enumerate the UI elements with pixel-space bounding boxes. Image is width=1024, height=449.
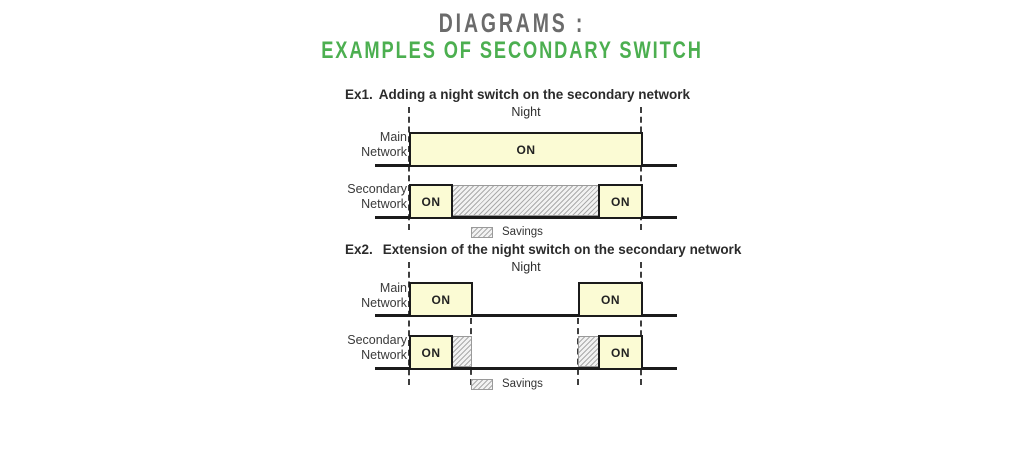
ex1-savings-hatch <box>452 185 600 216</box>
ex2-legend-label: Savings <box>502 378 543 390</box>
ex1-legend-label: Savings <box>502 226 543 238</box>
ex1-id: Ex1. <box>345 87 373 102</box>
ex2-savings-hatch-1 <box>452 336 472 367</box>
ex1-night-end-dashline <box>640 107 642 230</box>
ex1-legend: Savings <box>471 226 543 238</box>
ex2-heading-text: Extension of the night switch on the sec… <box>382 242 742 257</box>
ex1-secondary-on-box-2: ON <box>598 184 643 219</box>
ex2-main-on-box-2: ON <box>578 282 643 317</box>
page-subtitle: EXAMPLES OF SECONDARY SWITCH <box>123 37 901 65</box>
page-title-text: DIAGRAMS : <box>438 8 586 38</box>
ex2-night-label: Night <box>511 260 541 274</box>
ex2-legend: Savings <box>471 378 543 390</box>
ex2-secondary-network-label: Secondary Network <box>347 333 407 362</box>
ex2-id: Ex2. <box>345 242 373 257</box>
page-subtitle-text: EXAMPLES OF SECONDARY SWITCH <box>321 37 703 64</box>
ex2-savings-hatch-2 <box>578 336 599 367</box>
ex1-secondary-network-label: Secondary Network <box>347 182 407 211</box>
ex2-main-on-box-1: ON <box>409 282 473 317</box>
ex2-savings-swatch-icon <box>471 378 493 390</box>
ex2-secondary-baseline <box>375 367 677 370</box>
ex1-night-start-dashline <box>408 107 410 230</box>
ex1-main-network-label: Main Network <box>361 130 407 159</box>
ex2-secondary-on-box-1: ON <box>409 335 453 370</box>
ex2-main-baseline <box>375 314 677 317</box>
ex2-night-start-dashline <box>408 262 410 385</box>
ex2-heading: Ex2. Extension of the night switch on the… <box>345 242 741 257</box>
ex1-secondary-baseline <box>375 216 677 219</box>
ex1-heading: Ex1. Adding a night switch on the seconda… <box>345 87 690 102</box>
ex2-secondary-on-box-2: ON <box>598 335 643 370</box>
ex1-night-label: Night <box>511 105 541 119</box>
ex2-main-network-label: Main Network <box>361 281 407 310</box>
page-title: DIAGRAMS : <box>143 8 880 39</box>
ex1-secondary-on-box-1: ON <box>409 184 453 219</box>
ex1-savings-swatch-icon <box>471 226 493 238</box>
ex1-heading-text: Adding a night switch on the secondary n… <box>378 87 691 102</box>
ex1-main-on-box: ON <box>409 132 643 167</box>
ex2-night-end-dashline <box>640 262 642 385</box>
